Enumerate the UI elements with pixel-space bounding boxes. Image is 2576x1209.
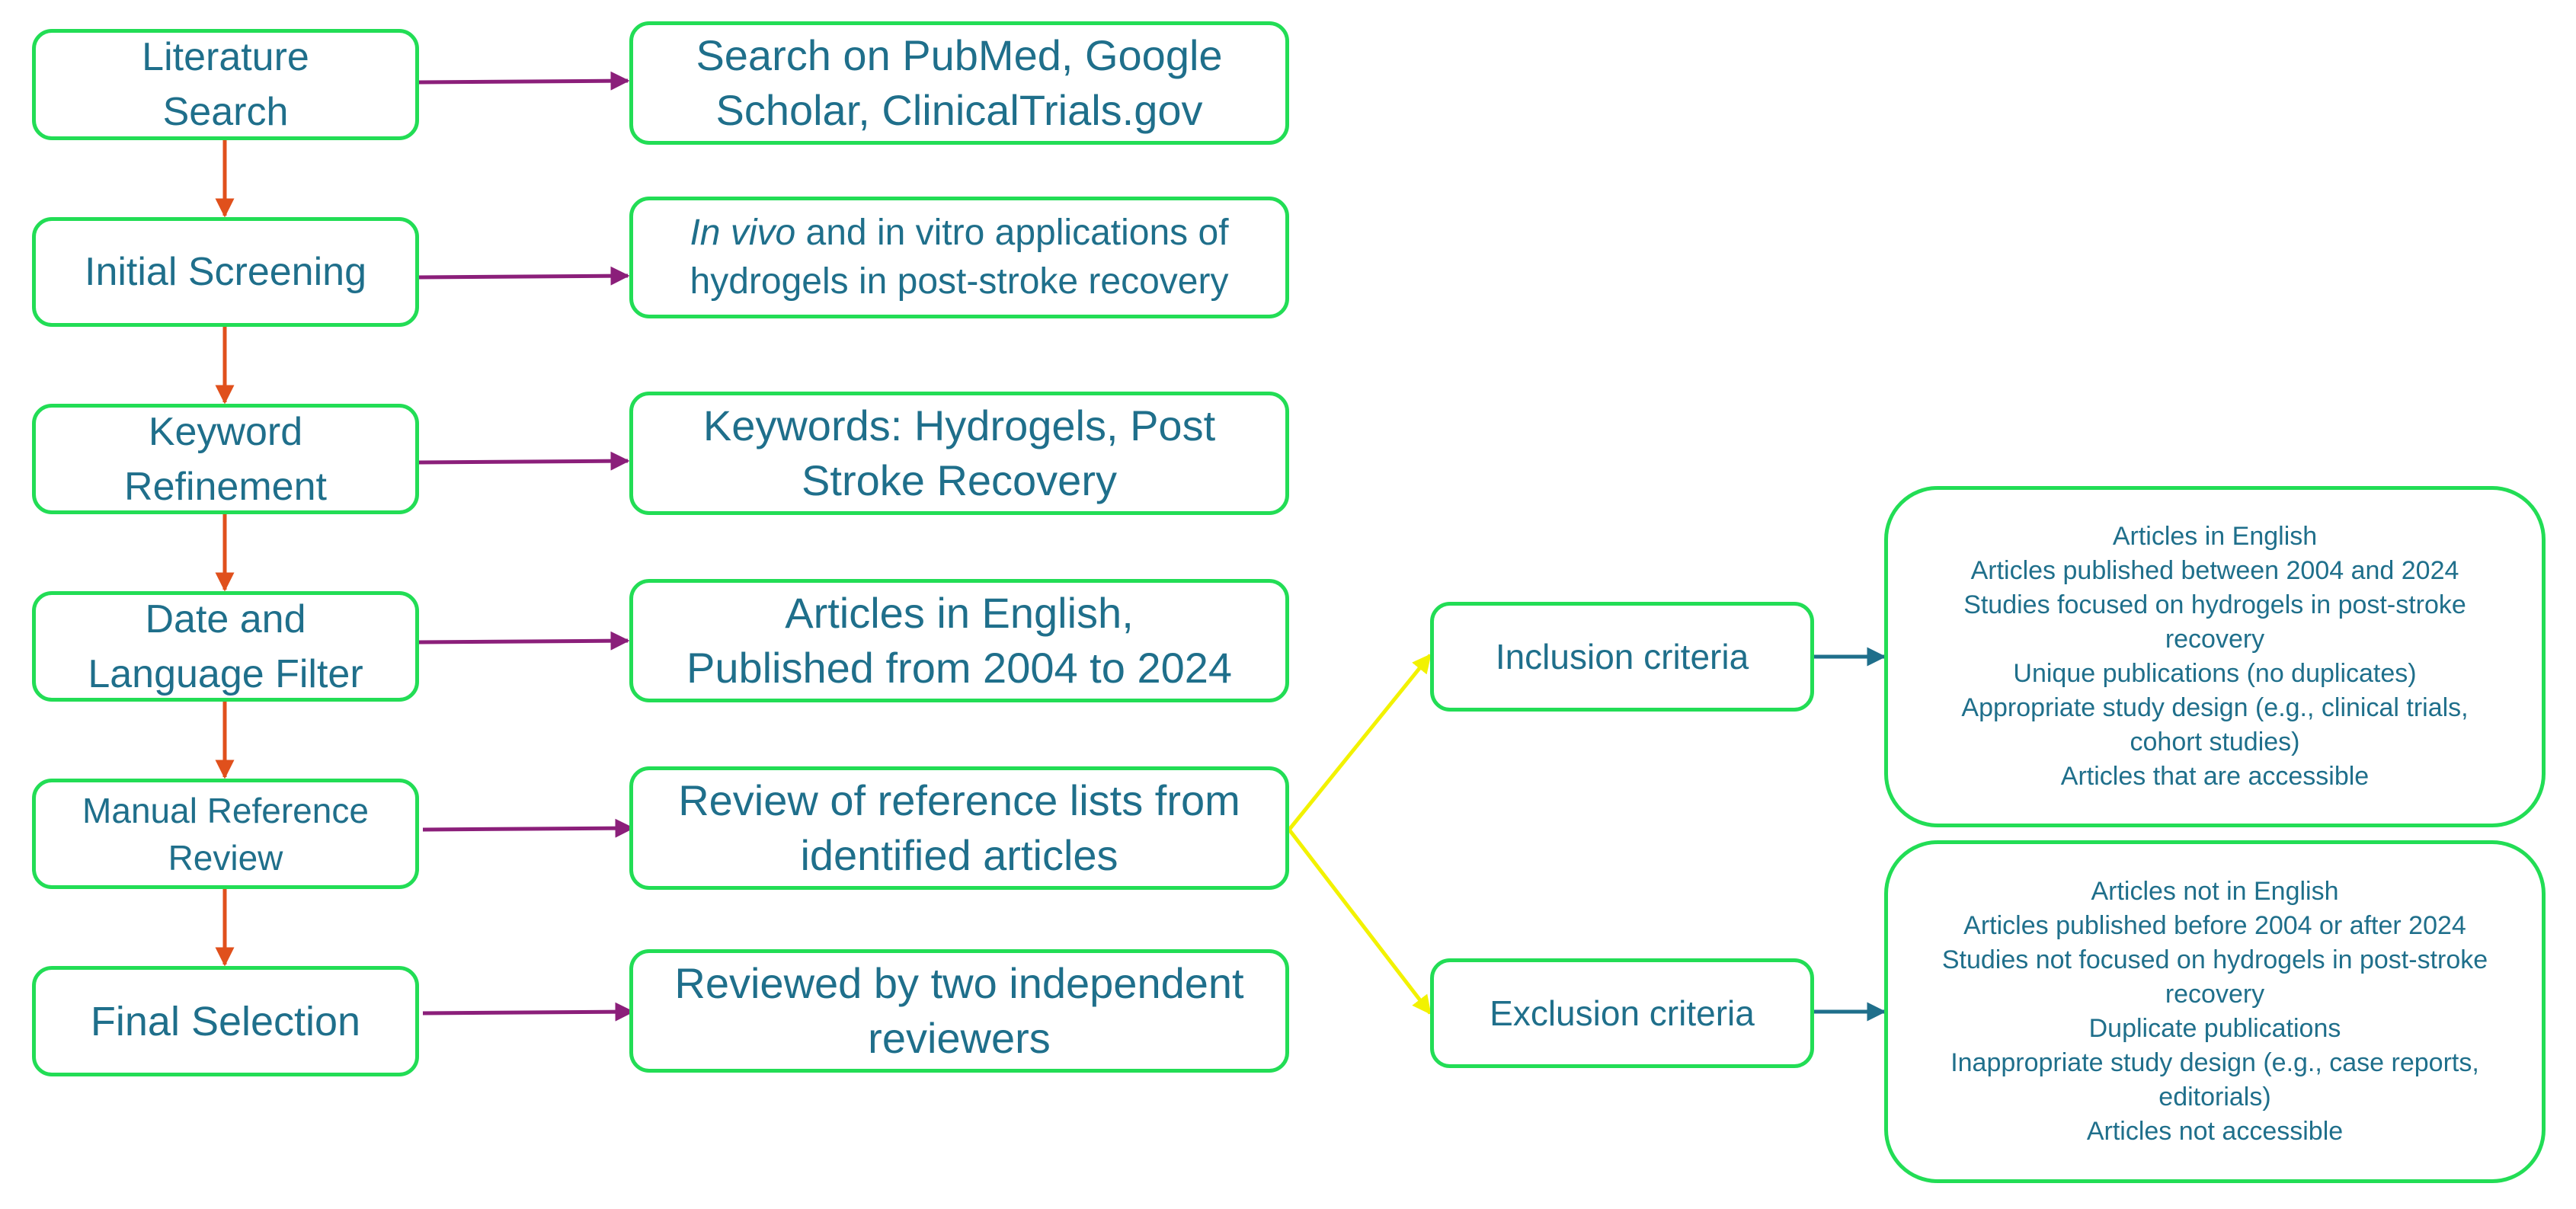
exclusion-criteria-label: Exclusion criteria	[1490, 993, 1755, 1033]
detail-manual-reference-review: Review of reference lists from identifie…	[629, 766, 1289, 890]
criteria-item: Studies not focused on hydrogels in post…	[1941, 945, 2488, 974]
exclusion-criteria-list: Articles not in English Articles publish…	[1884, 840, 2546, 1183]
detail-literature-search: Search on PubMed, Google Scholar, Clinic…	[629, 21, 1289, 145]
arrow-step-1-to-detail	[418, 71, 630, 91]
step-label-line: Language Filter	[88, 651, 363, 696]
criteria-item: Articles not in English	[2091, 877, 2339, 906]
detail-line: Articles in English,	[785, 589, 1134, 637]
detail-line-rest: and in vitro applications of	[795, 213, 1229, 253]
step-label-line: Keyword	[148, 409, 303, 454]
step-manual-reference-review: Manual Reference Review	[32, 779, 419, 889]
detail-line: Published from 2004 to 2024	[686, 644, 1233, 692]
step-label-line: Search	[162, 90, 289, 134]
criteria-item: Studies focused on hydrogels in post-str…	[1963, 590, 2466, 619]
detail-initial-screening: In vivo and in vitro applications of hyd…	[629, 197, 1289, 318]
detail-date-language-filter: Articles in English, Published from 2004…	[629, 579, 1289, 702]
detail-line-first: In vivo and in vitro applications of	[690, 209, 1228, 257]
detail-line: Keywords: Hydrogels, Post	[702, 401, 1216, 449]
criteria-item: Appropriate study design (e.g., clinical…	[1961, 693, 2469, 722]
criteria-item: Articles published between 2004 and 2024	[1970, 556, 2459, 585]
criteria-item: recovery	[2165, 980, 2265, 1009]
criteria-item: Unique publications (no duplicates)	[2013, 659, 2417, 688]
arrow-review-to-inclusion	[1288, 654, 1432, 831]
detail-line: Scholar, ClinicalTrials.gov	[715, 86, 1203, 134]
step-label-line: Manual Reference	[82, 790, 369, 830]
step-label-line: Review	[168, 837, 283, 878]
arrow-step-4-to-detail	[418, 631, 630, 651]
inclusion-criteria-list: Articles in English Articles published b…	[1884, 486, 2546, 827]
step-initial-screening: Initial Screening	[32, 217, 419, 327]
arrow-step-3-to-detail	[418, 451, 630, 471]
italic-in-vivo: In vivo	[690, 213, 796, 253]
detail-line: identified articles	[800, 831, 1118, 879]
step-final-selection: Final Selection	[32, 966, 419, 1076]
criteria-item: Duplicate publications	[2088, 1014, 2341, 1043]
inclusion-criteria-box: Inclusion criteria	[1430, 602, 1814, 712]
step-label-line: Date and	[145, 597, 306, 641]
step-label-line: Final Selection	[90, 998, 361, 1044]
detail-line: hydrogels in post-stroke recovery	[690, 261, 1229, 302]
step-label-line: Initial Screening	[85, 250, 366, 294]
arrow-step-5-to-detail	[422, 818, 635, 838]
criteria-item: Articles not accessible	[2086, 1117, 2344, 1146]
detail-keyword-refinement: Keywords: Hydrogels, Post Stroke Recover…	[629, 392, 1289, 515]
criteria-item: Inappropriate study design (e.g., case r…	[1950, 1048, 2479, 1077]
detail-line: Stroke Recovery	[802, 456, 1117, 504]
detail-line: Review of reference lists from	[678, 776, 1240, 824]
criteria-item: Articles published before 2004 or after …	[1963, 911, 2466, 940]
step-keyword-refinement: Keyword Refinement	[32, 404, 419, 514]
criteria-item: recovery	[2165, 625, 2265, 654]
criteria-item: cohort studies)	[2130, 728, 2300, 756]
criteria-item: Articles in English	[2112, 522, 2318, 551]
detail-line: reviewers	[868, 1014, 1051, 1062]
exclusion-criteria-box: Exclusion criteria	[1430, 958, 1814, 1068]
step-date-language-filter: Date and Language Filter	[32, 591, 419, 702]
detail-line: Search on PubMed, Google	[696, 31, 1223, 79]
arrow-step-2-to-detail	[418, 266, 630, 286]
criteria-item: editorials)	[2158, 1083, 2271, 1111]
step-label-line: Literature	[142, 35, 309, 79]
step-literature-search: Literature Search	[32, 29, 419, 140]
arrow-review-to-exclusion	[1288, 828, 1432, 1015]
detail-final-selection: Reviewed by two independent reviewers	[629, 949, 1289, 1073]
arrow-step-6-to-detail	[422, 1002, 635, 1022]
step-label-line: Refinement	[124, 464, 327, 509]
detail-line: Reviewed by two independent	[674, 959, 1244, 1007]
inclusion-criteria-label: Inclusion criteria	[1495, 637, 1749, 676]
criteria-item: Articles that are accessible	[2060, 762, 2370, 791]
